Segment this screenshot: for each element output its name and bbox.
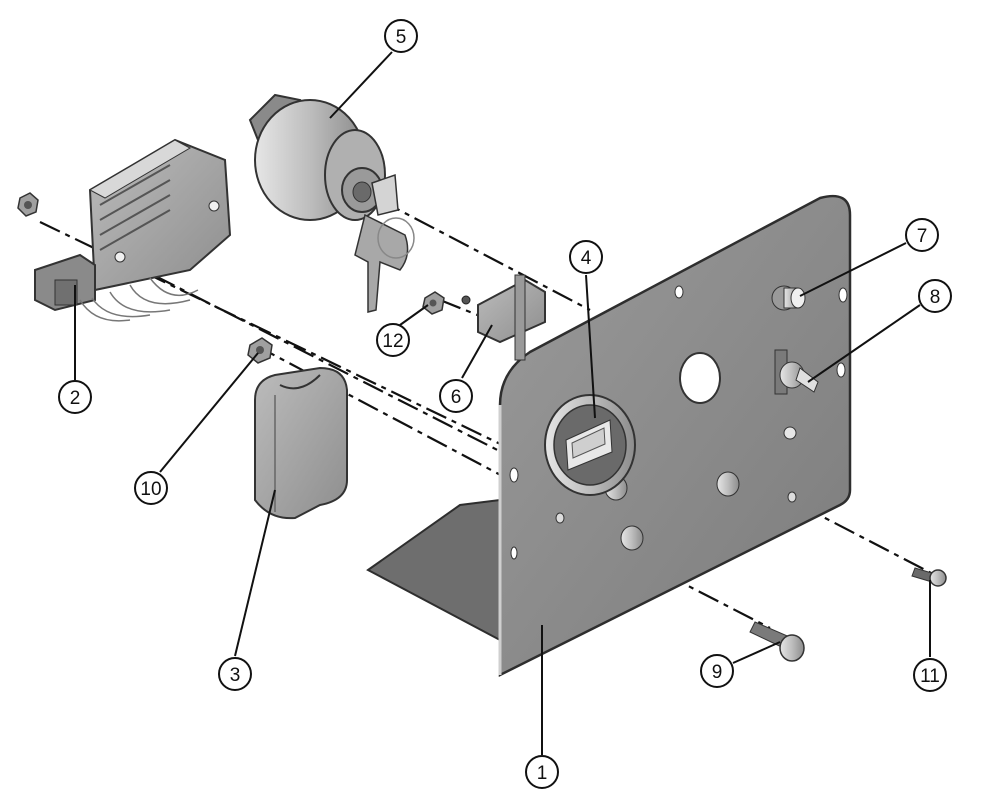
- callout-5: 5: [384, 19, 418, 53]
- callout-6: 6: [439, 379, 473, 413]
- indicator-lamp: [771, 285, 806, 311]
- carriage-bolt-part-9: [749, 621, 805, 662]
- callout-1: 1: [525, 755, 559, 789]
- callout-label: 10: [140, 479, 161, 500]
- nut-part-2: [17, 192, 39, 217]
- callout-label: 6: [451, 387, 462, 408]
- callout-3: 3: [218, 657, 252, 691]
- callout-2: 2: [58, 380, 92, 414]
- circuit-breaker: [461, 274, 546, 361]
- callout-label: 4: [581, 248, 592, 269]
- leader-lines: [74, 51, 931, 755]
- toggle-switch: [774, 349, 819, 395]
- callout-label: 5: [396, 27, 407, 48]
- callout-8: 8: [918, 279, 952, 313]
- callout-label: 12: [382, 331, 403, 352]
- callout-7: 7: [905, 218, 939, 252]
- callout-label: 2: [70, 388, 81, 409]
- screw-part-11: [911, 567, 947, 587]
- hour-meter: [544, 394, 636, 496]
- callout-label: 11: [920, 666, 940, 687]
- callout-label: 9: [712, 662, 723, 683]
- nut-part-12: [422, 291, 445, 315]
- callout-label: 7: [917, 226, 928, 247]
- rectifier-cover: [254, 366, 348, 520]
- callout-12: 12: [376, 323, 410, 357]
- callout-9: 9: [700, 654, 734, 688]
- callout-label: 1: [537, 763, 548, 784]
- callout-label: 8: [930, 287, 941, 308]
- callout-label: 3: [230, 665, 241, 686]
- callout-10: 10: [134, 471, 168, 505]
- voltage-regulator: [34, 138, 232, 322]
- callout-4: 4: [569, 240, 603, 274]
- ignition-switch: [248, 93, 415, 313]
- callout-11: 11: [913, 658, 947, 692]
